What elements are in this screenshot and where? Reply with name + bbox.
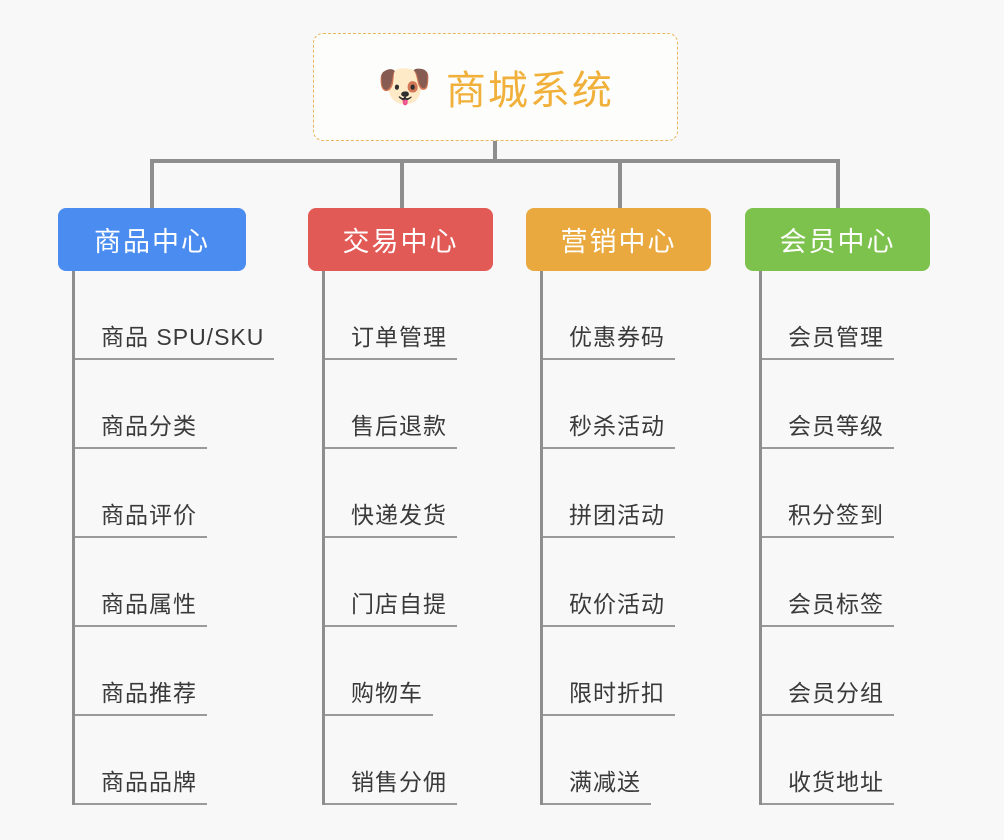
leaf-label: 门店自提 xyxy=(325,585,457,627)
category-header-3[interactable]: 营销中心 xyxy=(526,208,711,271)
category-header-4[interactable]: 会员中心 xyxy=(745,208,930,271)
list-item[interactable]: 会员等级 xyxy=(762,360,930,449)
leaf-label: 商品分类 xyxy=(75,407,207,449)
leaf-label: 优惠券码 xyxy=(543,318,675,360)
category-header-2[interactable]: 交易中心 xyxy=(308,208,493,271)
connector-drop-2 xyxy=(400,159,404,208)
list-item[interactable]: 商品 SPU/SKU xyxy=(75,271,275,360)
list-item[interactable]: 订单管理 xyxy=(325,271,493,360)
branch-trunk-3: 优惠券码 秒杀活动 拼团活动 砍价活动 限时折扣 满减送 xyxy=(540,271,711,805)
leaf-label: 限时折扣 xyxy=(543,674,675,716)
leaf-label: 商品评价 xyxy=(75,496,207,538)
leaf-label: 收货地址 xyxy=(762,763,894,805)
category-header-2-label: 交易中心 xyxy=(342,227,459,257)
list-item[interactable]: 限时折扣 xyxy=(543,627,711,716)
connector-horizontal-bus xyxy=(150,159,840,163)
leaf-label: 会员分组 xyxy=(762,674,894,716)
category-column-2: 交易中心 订单管理 售后退款 快递发货 门店自提 购物车 销售分佣 xyxy=(308,208,493,805)
leaf-label: 购物车 xyxy=(325,674,433,716)
leaf-label: 销售分佣 xyxy=(325,763,457,805)
branch-trunk-4: 会员管理 会员等级 积分签到 会员标签 会员分组 收货地址 xyxy=(759,271,930,805)
leaf-label: 售后退款 xyxy=(325,407,457,449)
leaf-label: 秒杀活动 xyxy=(543,407,675,449)
category-header-4-label: 会员中心 xyxy=(779,227,896,257)
connector-root-stem xyxy=(493,141,497,163)
leaf-label: 满减送 xyxy=(543,763,651,805)
leaf-label: 快递发货 xyxy=(325,496,457,538)
list-item[interactable]: 拼团活动 xyxy=(543,449,711,538)
dog-face-icon: 🐶 xyxy=(377,62,432,111)
list-item[interactable]: 商品推荐 xyxy=(75,627,246,716)
list-item[interactable]: 商品品牌 xyxy=(75,716,246,805)
leaf-label: 商品属性 xyxy=(75,585,207,627)
list-item[interactable]: 商品属性 xyxy=(75,538,246,627)
leaf-label: 砍价活动 xyxy=(543,585,675,627)
list-item[interactable]: 门店自提 xyxy=(325,538,493,627)
list-item[interactable]: 商品评价 xyxy=(75,449,246,538)
leaf-label: 商品 SPU/SKU xyxy=(75,318,275,360)
list-item[interactable]: 商品分类 xyxy=(75,360,246,449)
list-item[interactable]: 会员标签 xyxy=(762,538,930,627)
category-column-4: 会员中心 会员管理 会员等级 积分签到 会员标签 会员分组 收货地址 xyxy=(745,208,930,805)
category-column-1: 商品中心 商品 SPU/SKU 商品分类 商品评价 商品属性 商品推荐 商品品牌 xyxy=(58,208,275,805)
list-item[interactable]: 优惠券码 xyxy=(543,271,711,360)
leaf-label: 积分签到 xyxy=(762,496,894,538)
root-node-label: 商城系统 xyxy=(445,69,614,113)
root-node[interactable]: 🐶 商城系统 xyxy=(313,33,678,141)
leaf-label: 拼团活动 xyxy=(543,496,675,538)
category-header-1-label: 商品中心 xyxy=(94,227,210,257)
branch-trunk-2: 订单管理 售后退款 快递发货 门店自提 购物车 销售分佣 xyxy=(322,271,493,805)
list-item[interactable]: 购物车 xyxy=(325,627,493,716)
list-item[interactable]: 收货地址 xyxy=(762,716,930,805)
connector-drop-4 xyxy=(836,159,840,208)
leaf-label: 会员等级 xyxy=(762,407,894,449)
list-item[interactable]: 销售分佣 xyxy=(325,716,493,805)
leaf-label: 商品品牌 xyxy=(75,763,207,805)
list-item[interactable]: 快递发货 xyxy=(325,449,493,538)
list-item[interactable]: 会员管理 xyxy=(762,271,930,360)
list-item[interactable]: 秒杀活动 xyxy=(543,360,711,449)
list-item[interactable]: 售后退款 xyxy=(325,360,493,449)
branch-trunk-1: 商品 SPU/SKU 商品分类 商品评价 商品属性 商品推荐 商品品牌 xyxy=(72,271,275,805)
category-header-1[interactable]: 商品中心 xyxy=(58,208,246,271)
list-item[interactable]: 砍价活动 xyxy=(543,538,711,627)
connector-drop-1 xyxy=(150,159,154,208)
category-column-3: 营销中心 优惠券码 秒杀活动 拼团活动 砍价活动 限时折扣 满减送 xyxy=(526,208,711,805)
list-item[interactable]: 积分签到 xyxy=(762,449,930,538)
leaf-label: 会员标签 xyxy=(762,585,894,627)
leaf-label: 商品推荐 xyxy=(75,674,207,716)
category-header-3-label: 营销中心 xyxy=(560,227,677,257)
leaf-label: 订单管理 xyxy=(325,318,457,360)
leaf-label: 会员管理 xyxy=(762,318,894,360)
connector-drop-3 xyxy=(618,159,622,208)
list-item[interactable]: 满减送 xyxy=(543,716,711,805)
list-item[interactable]: 会员分组 xyxy=(762,627,930,716)
